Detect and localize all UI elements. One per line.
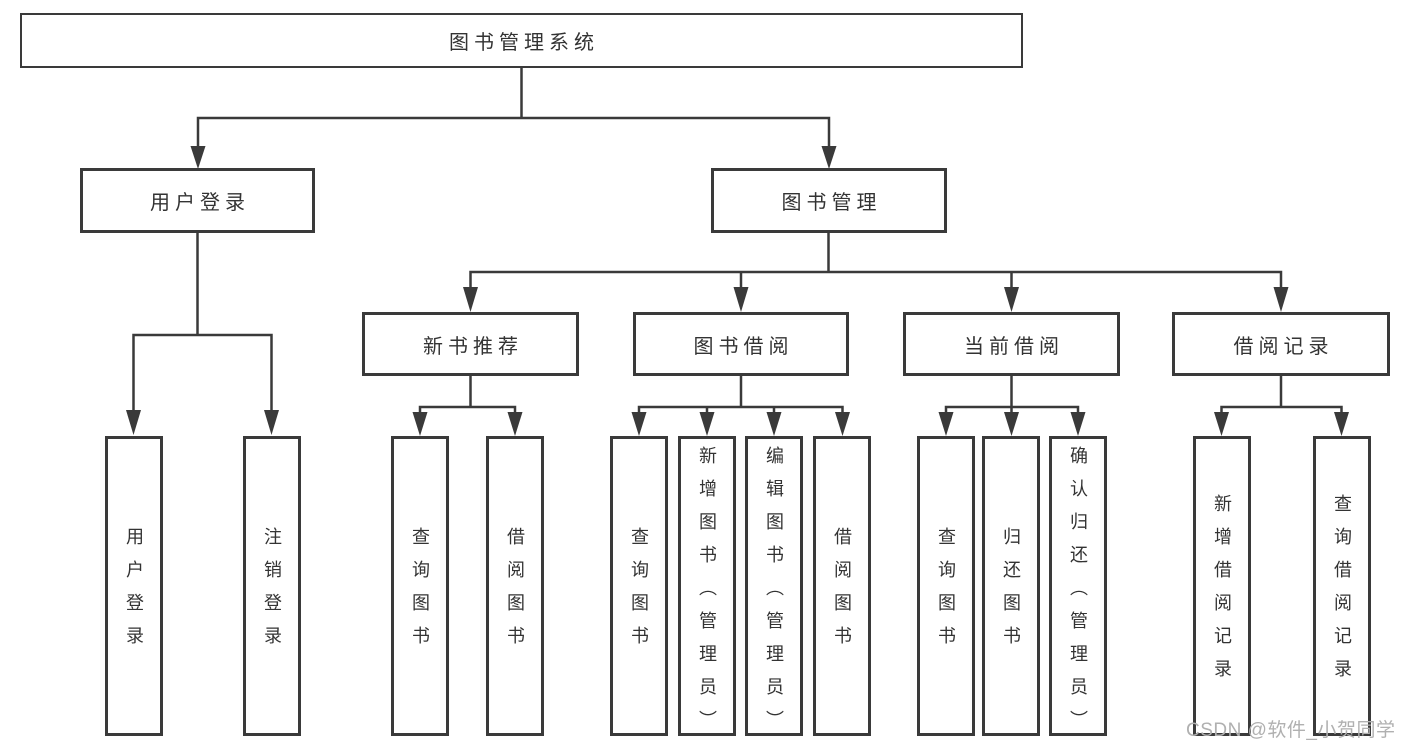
leaf-recommend-borrow-books: 借阅图书 <box>486 436 544 736</box>
leaf-logout: 注销登录 <box>243 436 301 736</box>
leaf-current-query-books: 查询图书 <box>917 436 975 736</box>
leaf-records-add-record: 新增借阅记录 <box>1193 436 1251 736</box>
node-user-login: 用户登录 <box>80 168 315 233</box>
node-current-borrowing: 当前借阅 <box>903 312 1120 376</box>
leaf-borrowing-edit-books-admin: 编辑图书（管理员） <box>745 436 803 743</box>
leaf-user-login: 用户登录 <box>105 436 163 736</box>
leaf-current-confirm-return-admin: 确认归还（管理员） <box>1049 436 1107 743</box>
node-book-borrowing: 图书借阅 <box>633 312 849 376</box>
leaf-recommend-query-books: 查询图书 <box>391 436 449 736</box>
node-borrowing-records: 借阅记录 <box>1172 312 1390 376</box>
leaf-current-return-books: 归还图书 <box>982 436 1040 736</box>
leaf-borrowing-borrow-books: 借阅图书 <box>813 436 871 736</box>
csdn-watermark: CSDN @软件_小贺同学 <box>1186 720 1396 741</box>
leaf-borrowing-add-books-admin: 新增图书（管理员） <box>678 436 736 743</box>
leaf-borrowing-query-books: 查询图书 <box>610 436 668 736</box>
node-book-management: 图书管理 <box>711 168 947 233</box>
leaf-records-query-record: 查询借阅记录 <box>1313 436 1371 736</box>
node-library-system: 图书管理系统 <box>20 13 1023 68</box>
node-new-book-recommendation: 新书推荐 <box>362 312 579 376</box>
